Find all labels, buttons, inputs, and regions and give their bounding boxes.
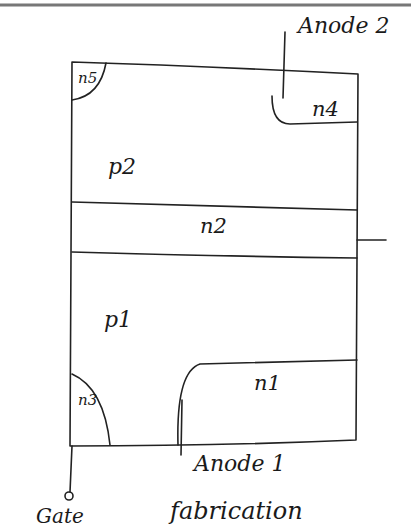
region-label: n5 xyxy=(78,70,97,87)
region-label: n4 xyxy=(312,98,339,121)
caption-note: fabrication xyxy=(170,498,303,524)
device-body xyxy=(70,62,358,446)
junction-line xyxy=(72,252,357,258)
region-label: p2 xyxy=(108,155,136,179)
region-label: n3 xyxy=(78,392,97,409)
terminal-label: Anode 1 xyxy=(194,452,285,476)
anode1-lead xyxy=(181,400,182,455)
n5-region xyxy=(72,63,106,100)
region-label: p1 xyxy=(104,308,132,332)
anode2-lead xyxy=(283,32,285,98)
terminal-label: Gate xyxy=(36,505,84,527)
n1-region xyxy=(178,360,357,445)
gate-lead xyxy=(70,446,72,492)
n4-region xyxy=(272,96,357,124)
n3-region xyxy=(72,374,110,445)
junction-line xyxy=(72,202,357,210)
region-label: n1 xyxy=(254,372,281,395)
region-label: n2 xyxy=(200,215,227,238)
terminal-label: Anode 2 xyxy=(298,14,389,38)
gate-terminal xyxy=(65,492,73,500)
top-rule xyxy=(0,4,411,7)
terminal-lead xyxy=(357,239,386,241)
